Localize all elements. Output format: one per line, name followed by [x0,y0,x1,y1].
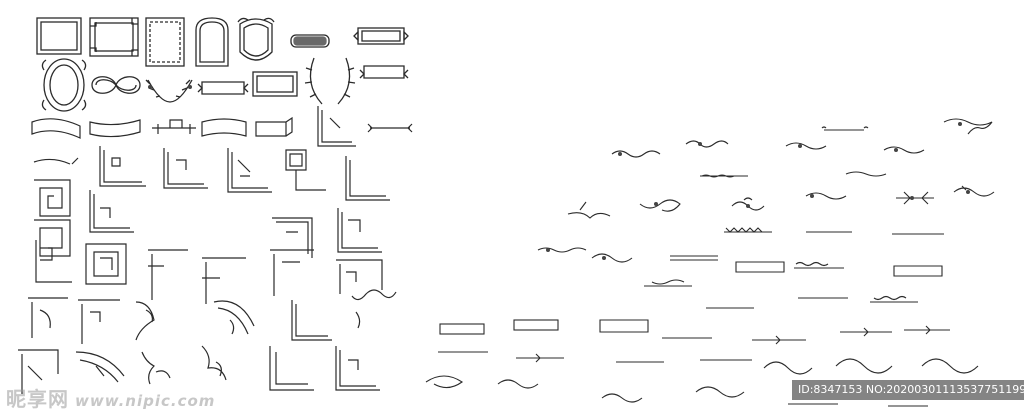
plaque-frame [353,27,409,45]
tall-fret-frame [145,17,185,67]
fret-corner-5 [35,240,72,283]
ornament-accents [148,85,970,260]
square-spiral [34,179,71,257]
filigree-corner [18,349,59,394]
square-maze [85,243,127,285]
divider-row-4 [599,279,950,345]
wavy-banner-2 [89,119,141,138]
fan-corner [75,351,125,383]
rect-corner-2 [337,208,382,253]
infinity-knot [91,76,141,94]
frames-row-2 [41,57,409,112]
fret-corner-1 [99,146,146,187]
bracket-corner-1 [148,249,188,300]
fret-corner-6 [78,299,120,344]
leaf-wreath [304,57,356,105]
rect-frame [36,17,82,55]
fret-corner-7 [335,346,380,391]
oval-ornate-frame [41,58,87,112]
crest-shield [237,17,275,61]
divider-row-3 [537,227,944,277]
corner-row-5 [18,345,380,394]
corner-ornaments [34,106,390,258]
knot-corner [285,149,326,191]
banners-row [31,116,413,165]
fret-corner-2 [163,148,208,189]
floral-dividers [425,118,995,407]
rect-corner-1 [272,217,313,258]
site-name: 昵享网 [6,387,69,411]
bracket-corner-3 [270,249,314,296]
ribbon-banner [197,81,249,95]
fret-square-frame [89,17,139,57]
divider-row-5 [425,319,979,407]
frames-row-1 [36,17,409,67]
image-id-bar [792,380,1024,400]
image-id-text: ID:8347153 NO:20200301113537751199 [798,383,1024,396]
knot-corner-2 [269,346,314,391]
scroll-corner-1 [28,297,68,338]
wavy-banner-1 [31,118,81,139]
ribbon-scroll [359,65,409,79]
fret-corner-3 [227,148,272,193]
flat-banner [152,119,196,134]
site-watermark: 昵享网 www.nipic.com [6,383,215,412]
divider-row-1 [611,118,993,158]
divider-row-2 [567,171,995,219]
bracket-corner-2 [202,257,246,304]
floral-corner-2 [201,345,227,381]
curled-banner [201,118,247,137]
deco-corner-top [317,106,356,147]
bracket-corner-4 [336,259,383,294]
plain-corner [345,156,390,201]
floral-corner-1 [141,351,171,385]
scroll-tag [290,34,330,48]
double-plaque [252,71,298,97]
small-streamer [33,157,79,165]
folded-banner [255,116,293,137]
laurel-wreath [145,79,193,103]
thin-corner [291,300,332,341]
site-url: www.nipic.com [75,392,216,410]
flourish-corner [135,301,155,341]
chain-border [351,289,397,329]
corner-row-4 [28,289,397,344]
arched-frame [195,17,229,67]
swirl-corner [213,300,255,335]
thin-ribbon [367,123,413,133]
corner-row-3 [35,240,383,304]
fret-corner-4 [89,190,134,233]
